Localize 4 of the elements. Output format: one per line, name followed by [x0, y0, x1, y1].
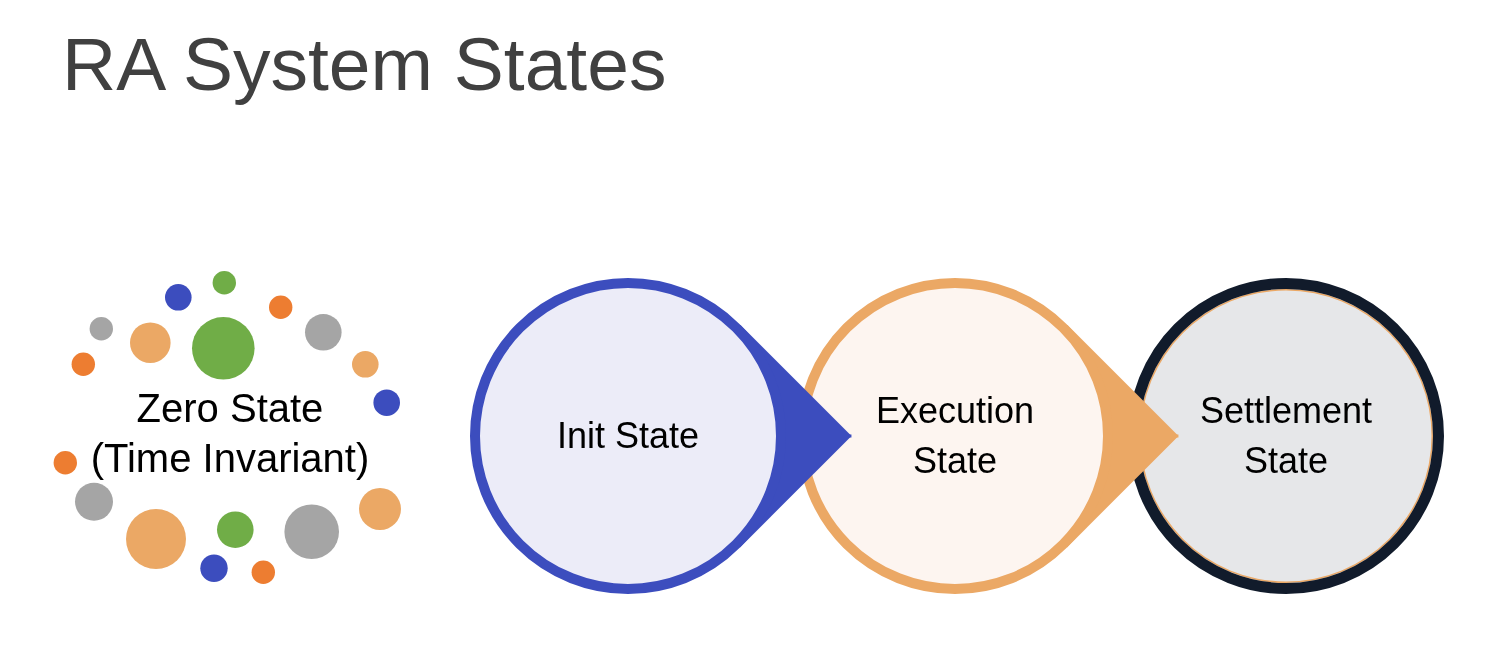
state-label: Zero State (Time Invariant): [85, 383, 375, 483]
state-label: Execution State: [874, 388, 1036, 483]
state-label: Settlement State: [1198, 388, 1374, 483]
state-label: Init State: [555, 413, 701, 458]
